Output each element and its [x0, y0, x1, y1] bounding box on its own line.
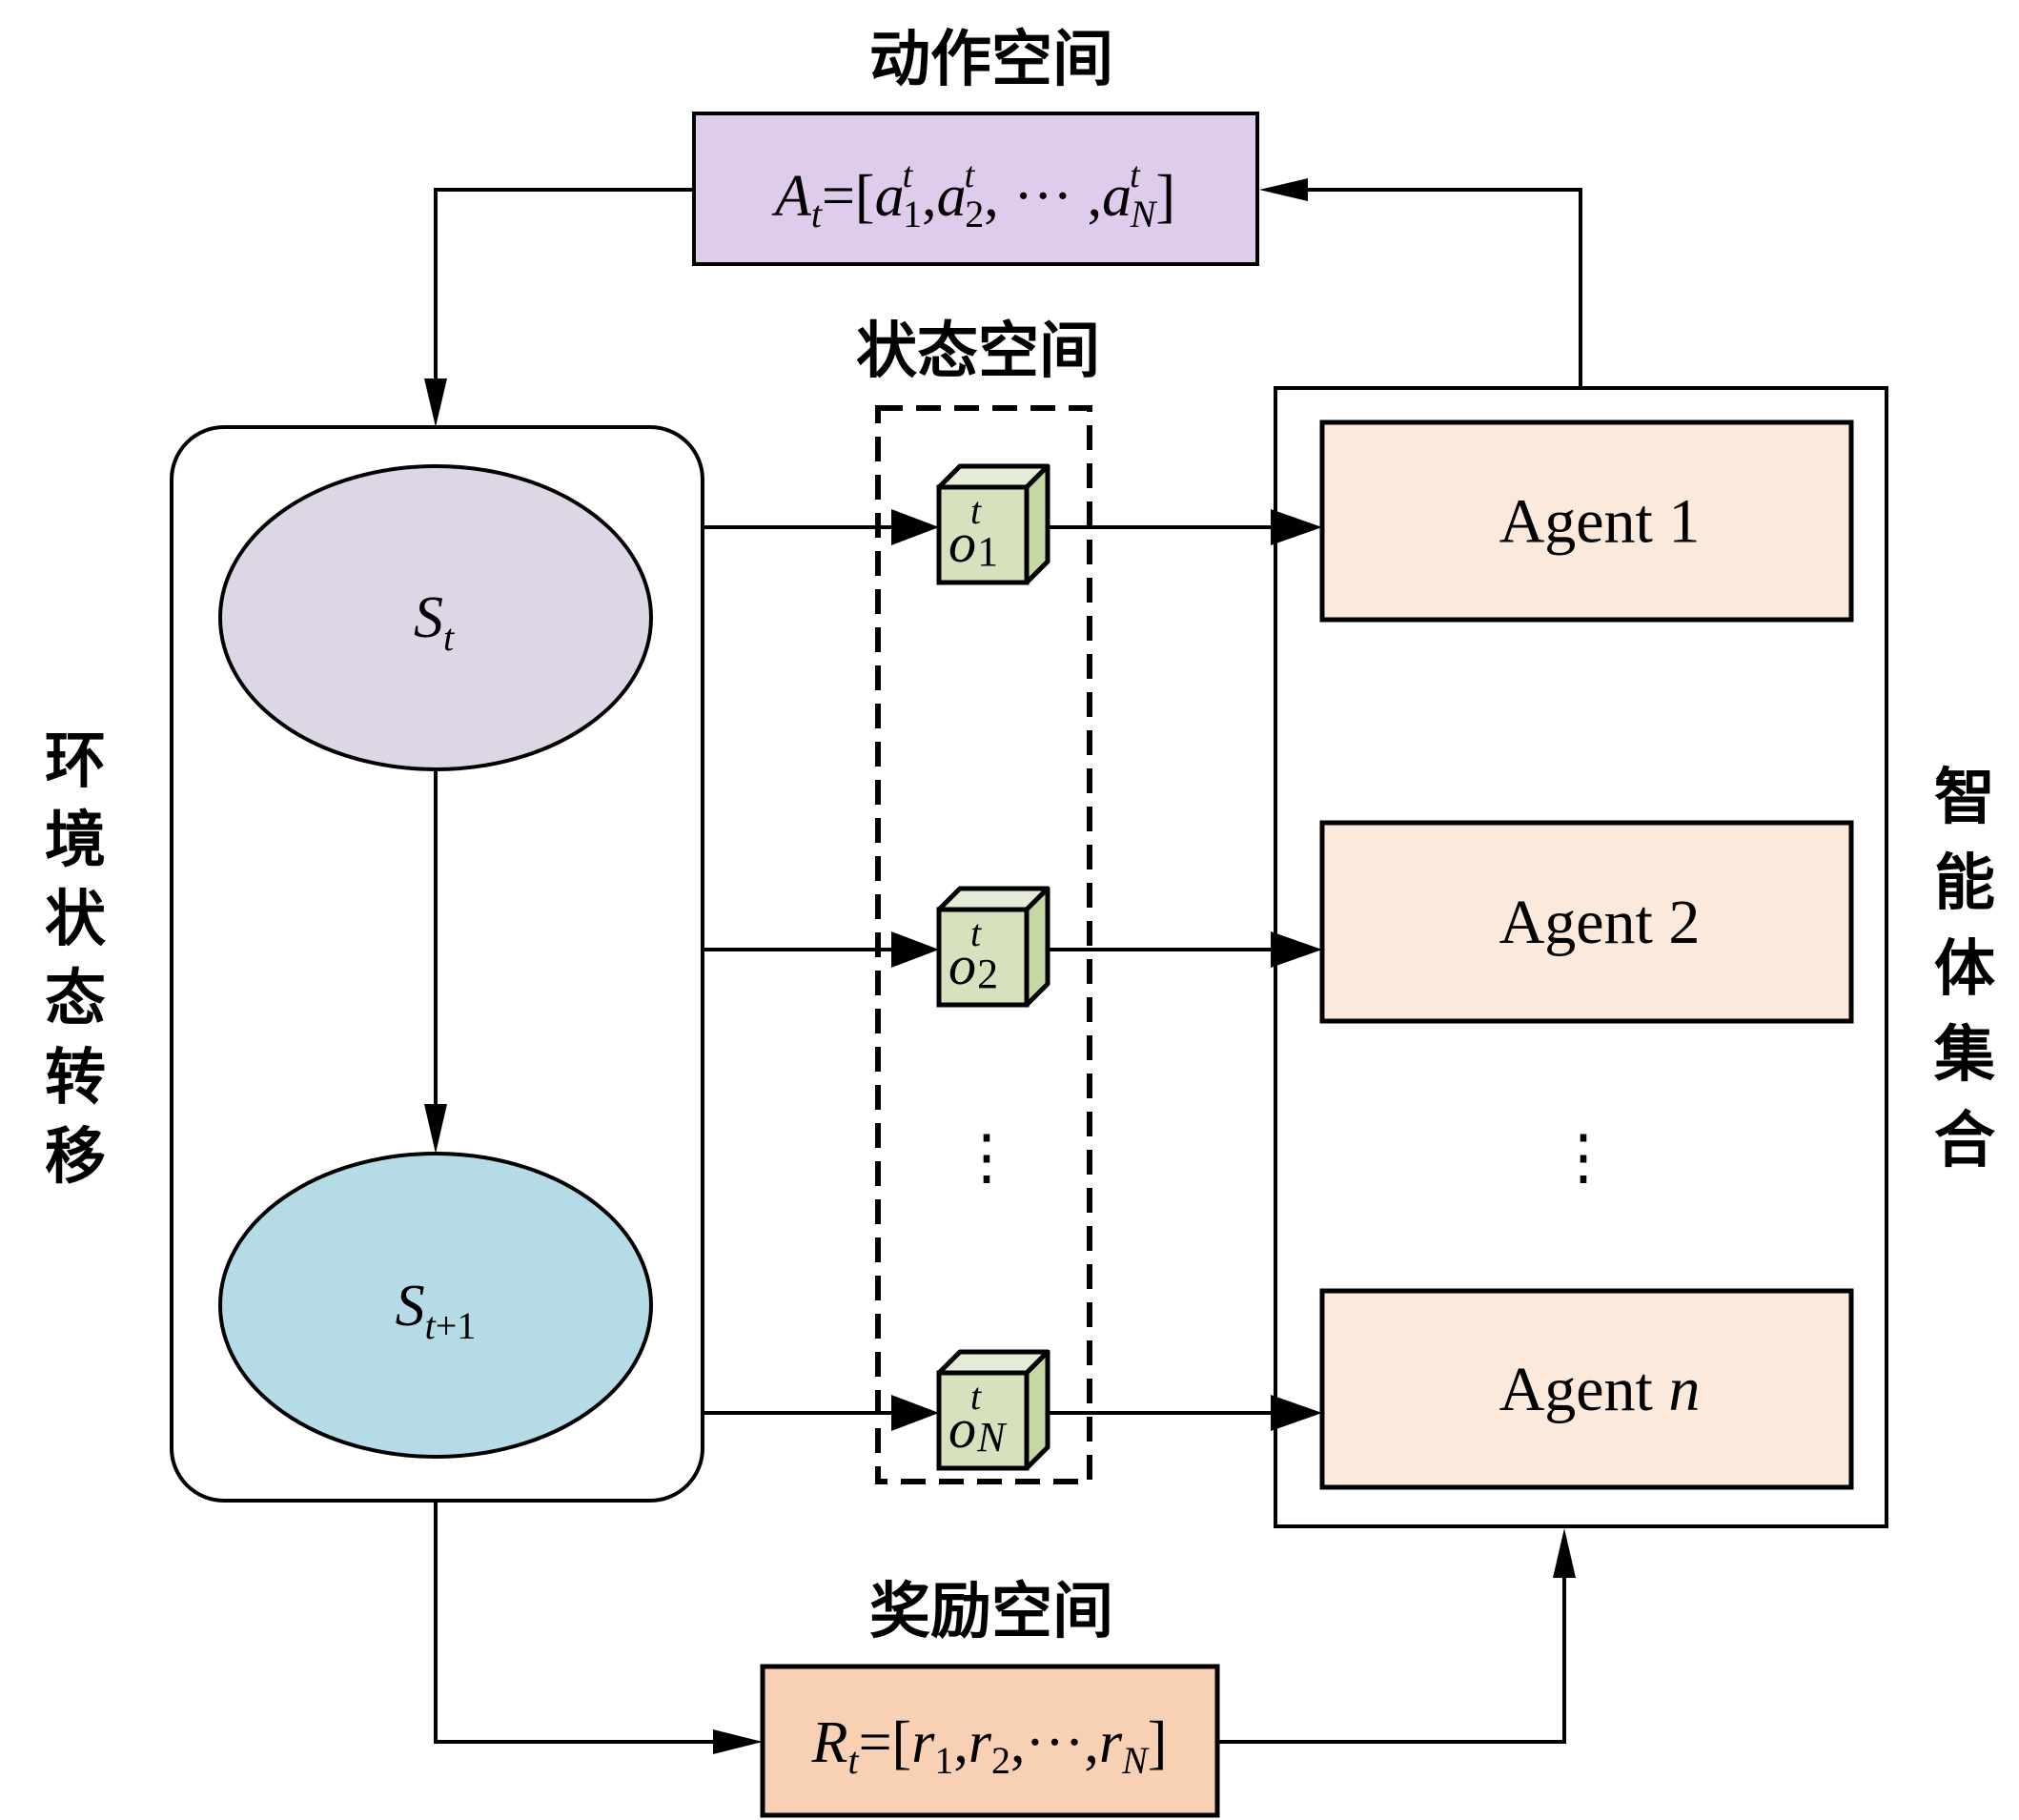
action-to-environment-line — [434, 188, 694, 400]
agent-set-label-char: 合 — [1934, 1106, 1995, 1176]
agent-label: Agent 1 — [1499, 487, 1701, 557]
state-space-title: 状态空间 — [856, 317, 1100, 387]
action-space-box — [692, 112, 1259, 266]
agent-box — [1319, 1288, 1854, 1490]
reward-to-agents-line — [1217, 1554, 1566, 1744]
arrowhead-into-action — [1259, 178, 1308, 201]
agent-set-label-char: 集 — [1933, 1020, 1995, 1091]
state-st1-label: St+1 — [396, 1274, 477, 1347]
arrowhead-transition — [424, 1104, 447, 1154]
environment-label-char: 状 — [45, 885, 107, 955]
environment-to-reward-line — [434, 1501, 736, 1744]
environment-label-char: 移 — [45, 1122, 106, 1193]
arrowhead — [1271, 509, 1322, 545]
environment-label-char: 态 — [45, 964, 106, 1034]
environment-label-char: 转 — [45, 1043, 106, 1114]
agent-set-label-char: 智 — [1934, 763, 1995, 833]
arrowhead — [1271, 931, 1322, 968]
arrowhead — [891, 1395, 939, 1431]
agent-label: Agent n — [1499, 1355, 1701, 1424]
reward-space-title: 奖励空间 — [869, 1577, 1113, 1647]
agent-label: Agent 2 — [1499, 888, 1701, 957]
agent-box — [1319, 419, 1854, 623]
agent-box — [1319, 820, 1854, 1024]
reward-space-box — [760, 1664, 1220, 1818]
arrowhead — [1271, 1395, 1322, 1431]
action-space-title: 动作空间 — [869, 25, 1113, 95]
arrowhead-into-environment — [424, 378, 447, 427]
arrowhead-into-agents — [1553, 1528, 1576, 1578]
arrowhead-into-reward — [713, 1729, 763, 1754]
arrowhead — [891, 931, 939, 968]
agent-set-label-char: 体 — [1934, 934, 1995, 1005]
agents-to-action-line — [1282, 188, 1582, 388]
arrowhead — [891, 509, 939, 545]
state-st-label: St — [414, 585, 455, 659]
environment-label-char: 环 — [45, 726, 106, 797]
observation-ellipsis: ⋮ — [956, 1123, 1017, 1191]
agent-set-label-char: 能 — [1934, 849, 1995, 919]
state-space-box — [875, 405, 1092, 1484]
agent-ellipsis: ⋮ — [1553, 1123, 1614, 1191]
reward-formula: Rt=[r1,r2,···,rN] — [811, 1710, 1168, 1782]
connectors — [424, 178, 1582, 1754]
environment-label-char: 境 — [45, 806, 106, 876]
formula-symbol: A — [771, 164, 812, 229]
